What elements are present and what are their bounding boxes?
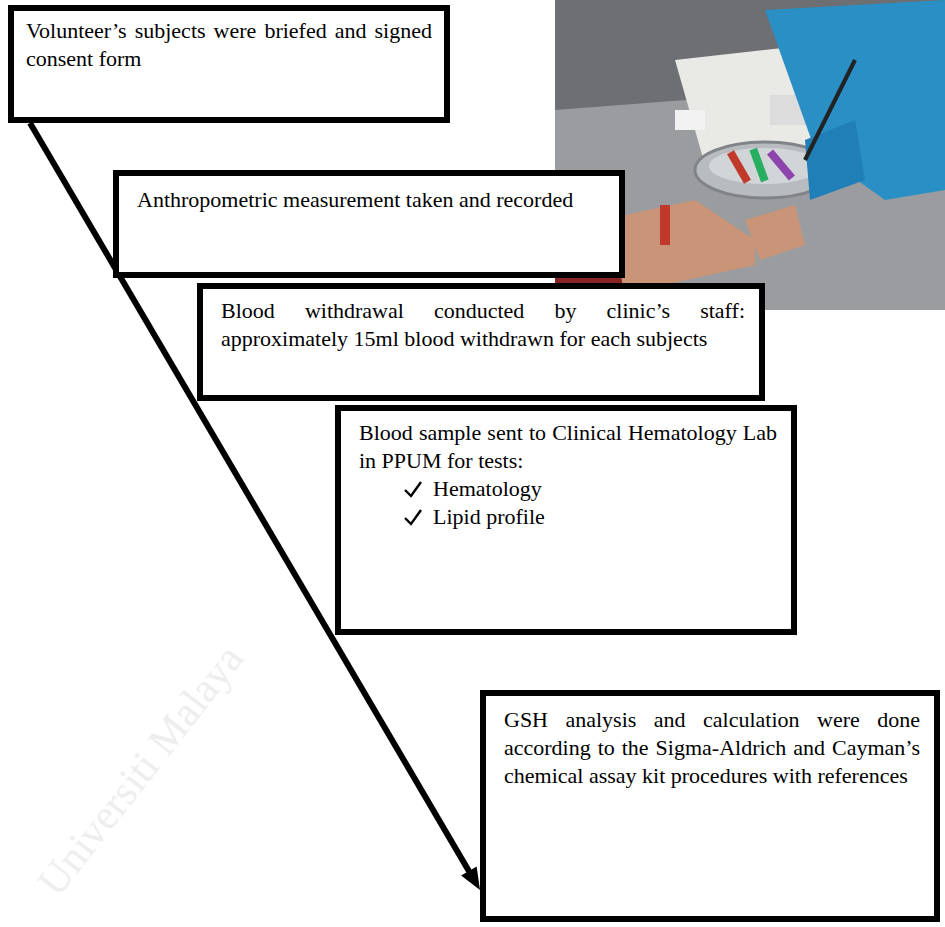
process-box: Blood withdrawal conducted by clinic’s s…	[197, 283, 765, 401]
process-box: Volunteer’s subjects were briefed and si…	[8, 5, 450, 123]
step-text: Anthropometric measurement taken and rec…	[137, 186, 605, 214]
test-item: Hematology	[433, 475, 542, 503]
test-item: Lipid profile	[433, 503, 545, 531]
step-text: GSH analysis and calculation were done a…	[504, 706, 920, 790]
step-text: Blood sample sent to Clinical Hematology…	[359, 419, 777, 475]
process-box: GSH analysis and calculation were done a…	[480, 690, 940, 922]
watermark: Universiti Malaya	[27, 635, 252, 904]
step-text: Blood withdrawal conducted by clinic’s s…	[221, 297, 745, 353]
process-box: Anthropometric measurement taken and rec…	[113, 170, 625, 278]
check-mark	[403, 507, 423, 527]
check-item: Hematology	[359, 475, 777, 503]
step-text: Volunteer’s subjects were briefed and si…	[26, 17, 432, 73]
check-item: Lipid profile	[359, 503, 777, 531]
check-mark	[403, 479, 423, 499]
process-box: Blood sample sent to Clinical Hematology…	[335, 405, 797, 635]
